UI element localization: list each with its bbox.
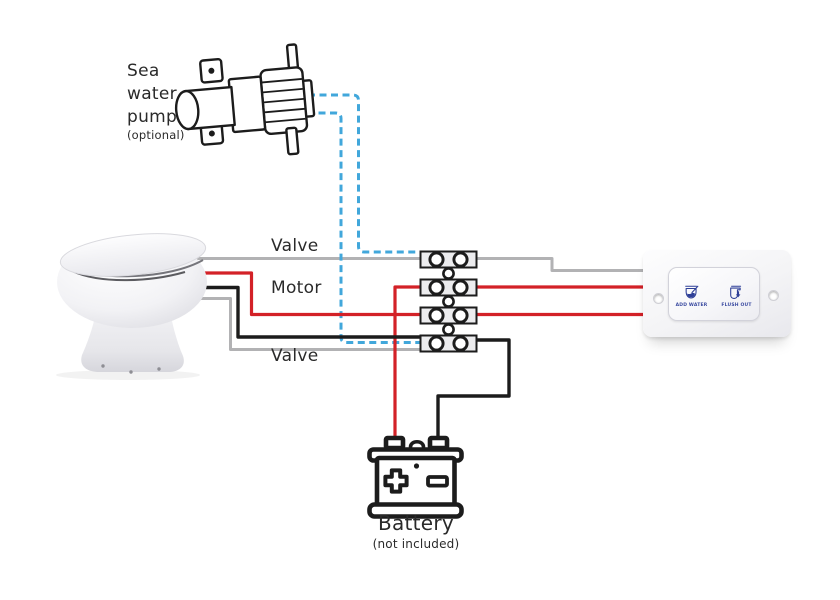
panel-button-pad: ADD WATER FLUSH OUT — [668, 267, 760, 321]
battery-icon — [367, 435, 464, 519]
add-water-button: ADD WATER — [669, 268, 714, 320]
flush-out-icon — [729, 285, 741, 299]
battery-minus-symbol — [426, 475, 449, 488]
terminal-row-2 — [419, 278, 478, 297]
red-battery-positive-wire — [393, 285, 644, 440]
black-toilet-wire — [196, 285, 421, 339]
blue-pump-wire-lower — [307, 111, 421, 344]
sea-water-pump-illustration — [174, 43, 316, 156]
battery-post-negative — [427, 435, 450, 451]
valve-label-bottom: Valve — [271, 346, 319, 366]
flush-control-panel: ADD WATER FLUSH OUT — [643, 250, 791, 337]
pump-optional-note: (optional) — [127, 128, 185, 142]
flush-out-label: FLUSH OUT — [721, 302, 752, 308]
pump-mount-hole-top — [208, 67, 215, 74]
battery-label: Battery — [377, 511, 455, 535]
pump-bottom-pipe — [285, 126, 300, 156]
pump-label-line1: Sea — [127, 61, 160, 81]
flush-out-button: FLUSH OUT — [714, 268, 759, 320]
battery-plus-symbol — [383, 468, 409, 494]
motor-label: Motor — [271, 278, 322, 298]
add-water-label: ADD WATER — [675, 302, 708, 308]
add-water-icon — [684, 285, 698, 298]
pump-label-line3: pump — [127, 107, 178, 127]
wires-layer — [186, 93, 644, 441]
terminal-row-3 — [419, 306, 478, 325]
sea-water-pump-label: Sea water pump — [127, 60, 177, 129]
pump-cylinder-cap — [174, 89, 200, 131]
valve-label-top: Valve — [271, 236, 319, 256]
terminal-spacer-hole — [442, 267, 455, 280]
gray-valve-wire-bottom — [196, 297, 421, 351]
pump-mount-hole-bottom — [208, 130, 215, 137]
battery-post-positive — [383, 435, 406, 451]
toilet-lid — [59, 233, 207, 277]
toilet-illustration — [56, 233, 207, 380]
battery-handle — [408, 439, 426, 449]
battery-vent-dot — [413, 463, 420, 469]
terminal-row-4 — [419, 334, 478, 353]
blue-pump-wire-upper — [308, 93, 421, 254]
terminal-spacer-hole — [442, 295, 455, 308]
terminal-spacer-hole — [442, 323, 455, 336]
mounting-hole-right-icon — [768, 290, 779, 301]
mounting-hole-left-icon — [653, 293, 664, 304]
battery-note-label: (not included) — [372, 537, 460, 551]
battery-base — [367, 502, 464, 519]
pump-label-line2: water — [127, 84, 177, 104]
gray-valve-wire-top — [186, 257, 644, 272]
terminal-row-1 — [419, 250, 478, 269]
terminal-block — [419, 250, 478, 353]
black-battery-negative-wire — [436, 338, 511, 441]
